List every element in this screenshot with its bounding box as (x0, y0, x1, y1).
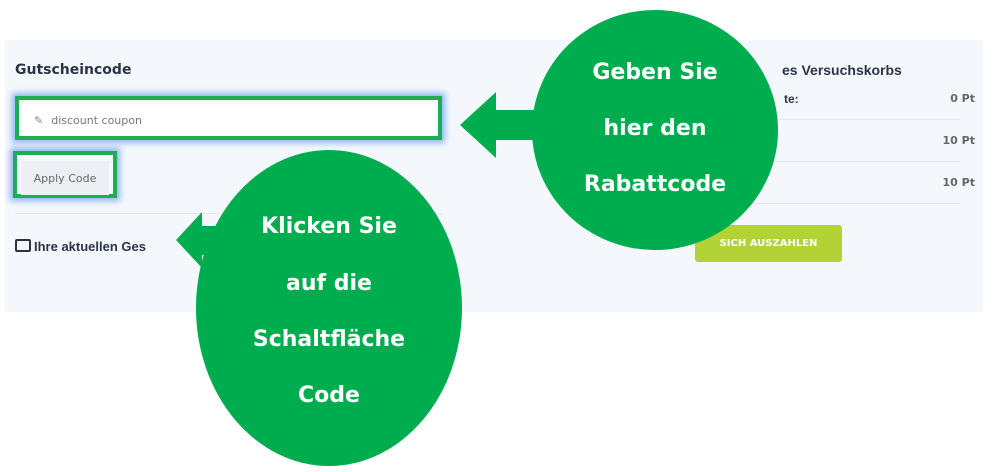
apply-code-button[interactable]: Apply Code (21, 161, 109, 195)
callout-line: Code (298, 383, 360, 408)
apply-highlight (13, 151, 117, 198)
divider (700, 119, 960, 120)
callout-line: hier den (603, 116, 707, 141)
callout-line: Geben Sie (592, 60, 718, 85)
basket-title: es Versuchskorbs (782, 62, 902, 78)
divider (700, 161, 960, 162)
callout-line: Rabattcode (583, 172, 727, 197)
basket-row-value: 0 Pt (950, 92, 975, 105)
coupon-highlight (15, 96, 442, 140)
checkout-panel (5, 40, 983, 312)
callout-line: auf die (286, 271, 372, 296)
callout-input-hint: Geben Sie hier den Rabattcode (532, 10, 778, 250)
basket-row-value: 10 Pt (942, 134, 975, 147)
balance-heading: Ihre aktuellen Ges (15, 239, 146, 254)
basket-row-label: te: (784, 92, 799, 106)
pencil-icon: ✎ (34, 113, 44, 127)
callout-button-hint: Klicken Sie auf die Schaltfläche Code (196, 150, 462, 466)
coupon-placeholder: discount coupon (51, 113, 142, 127)
callout-line: Schaltfläche (252, 327, 406, 352)
basket-row-value: 10 Pt (942, 176, 975, 189)
divider (700, 203, 960, 204)
coupon-title: Gutscheincode (15, 62, 132, 78)
callout-line: Klicken Sie (261, 214, 397, 239)
balance-label: Ihre aktuellen Ges (34, 239, 146, 254)
arrow-left-icon (460, 92, 560, 158)
coupon-input[interactable]: ✎ discount coupon (22, 104, 436, 136)
money-icon (15, 239, 31, 252)
